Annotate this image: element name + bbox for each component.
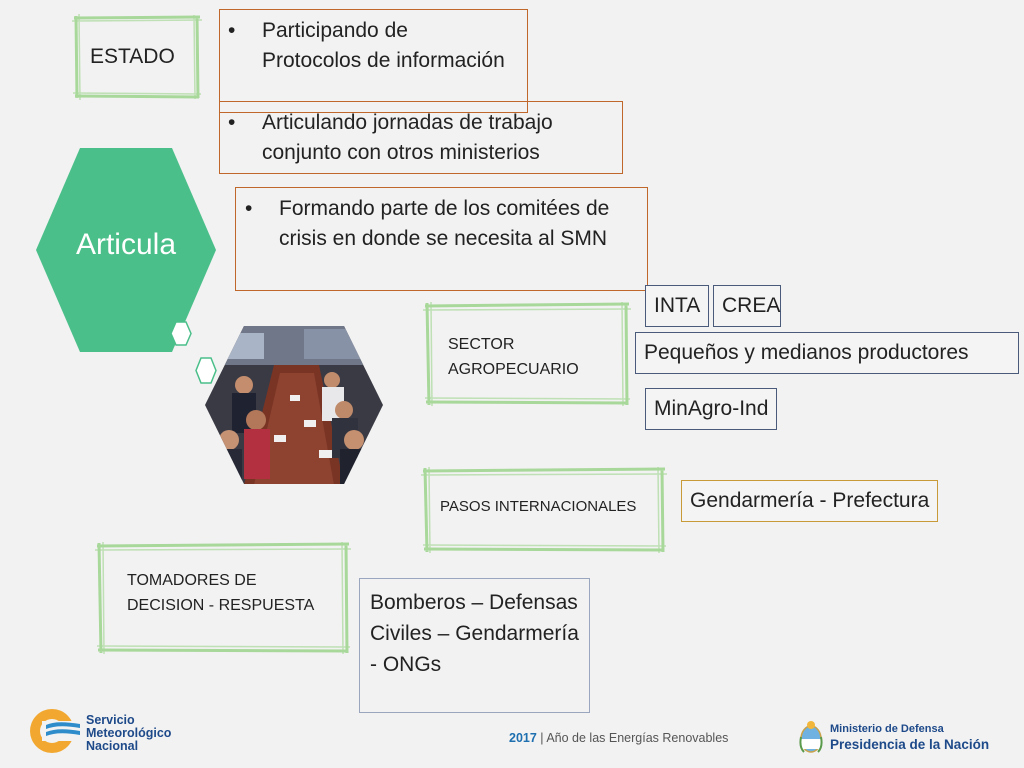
- bullet-comites: • Formando parte de los comitées de cris…: [245, 194, 625, 254]
- smn-logo-icon: [30, 709, 82, 753]
- presidency-name: Presidencia de la Nación: [830, 737, 990, 752]
- tomadores-label: TOMADORES DE DECISION - RESPUESTA: [127, 572, 315, 614]
- smn-logo-line: Nacional: [86, 739, 139, 753]
- ministry-name: Ministerio de Defensa: [830, 723, 944, 735]
- small-hexagon-icon: [170, 321, 192, 346]
- tag-pequenos-productores: Pequeños y medianos productores: [635, 332, 1019, 374]
- small-hexagon-icon: [195, 357, 217, 384]
- smn-logo-line: Servicio: [86, 713, 135, 727]
- footer-year: 2017: [509, 731, 537, 745]
- bullet-text: Formando parte de los comitées de crisis…: [279, 197, 610, 250]
- estado-label: ESTADO: [90, 45, 175, 68]
- tomadores-frame: TOMADORES DE DECISION - RESPUESTA: [94, 541, 352, 655]
- articula-label: Articula: [75, 228, 177, 261]
- ministry-text: Ministerio de Defensa Presidencia de la …: [830, 723, 989, 754]
- coat-of-arms-icon: [799, 721, 823, 753]
- bullet-dot: •: [228, 19, 236, 42]
- pasos-frame: PASOS INTERNACIONALES: [420, 466, 668, 554]
- bullet-text: Articulando jornadas de trabajo conjunto…: [262, 111, 553, 164]
- bullet-box-jornadas: [219, 101, 623, 174]
- footer-slogan-text: Año de las Energías Renovables: [546, 731, 729, 745]
- footer-slogan: 2017 | Año de las Energías Renovables: [509, 731, 728, 745]
- bullet-dot: •: [228, 111, 236, 134]
- tag-minagro: MinAgro-Ind: [645, 388, 778, 430]
- tag-crea: CREA: [713, 285, 781, 327]
- bomberos-box: Bomberos – Defensas Civiles – Gendarmerí…: [359, 578, 590, 713]
- bullet-jornadas: • Articulando jornadas de trabajo conjun…: [228, 108, 608, 168]
- bomberos-text: Bomberos – Defensas Civiles – Gendarmerí…: [370, 591, 579, 676]
- bullet-text: Participando de Protocolos de informació…: [262, 19, 505, 72]
- pasos-label: PASOS INTERNACIONALES: [440, 498, 637, 515]
- sector-agro-label: SECTOR AGROPECUARIO: [448, 336, 579, 378]
- bullet-box-protocolos: [219, 9, 528, 113]
- bullet-box-comites: [235, 187, 648, 291]
- estado-frame: ESTADO: [71, 13, 203, 101]
- meeting-photo: [205, 326, 383, 484]
- footer-separator: |: [540, 731, 544, 745]
- bullet-protocolos: • Participando de Protocolos de informac…: [228, 16, 508, 76]
- smn-logo-text: Servicio Meteorológico Nacional: [86, 714, 171, 753]
- smn-logo-line: Meteorológico: [86, 726, 172, 740]
- bullet-dot: •: [245, 197, 253, 220]
- articula-hexagon: [36, 148, 216, 352]
- tag-inta: INTA: [645, 285, 710, 327]
- tag-gendarmeria-prefectura: Gendarmería - Prefectura: [681, 480, 939, 522]
- sector-agro-frame: SECTOR AGROPECUARIO: [422, 301, 632, 407]
